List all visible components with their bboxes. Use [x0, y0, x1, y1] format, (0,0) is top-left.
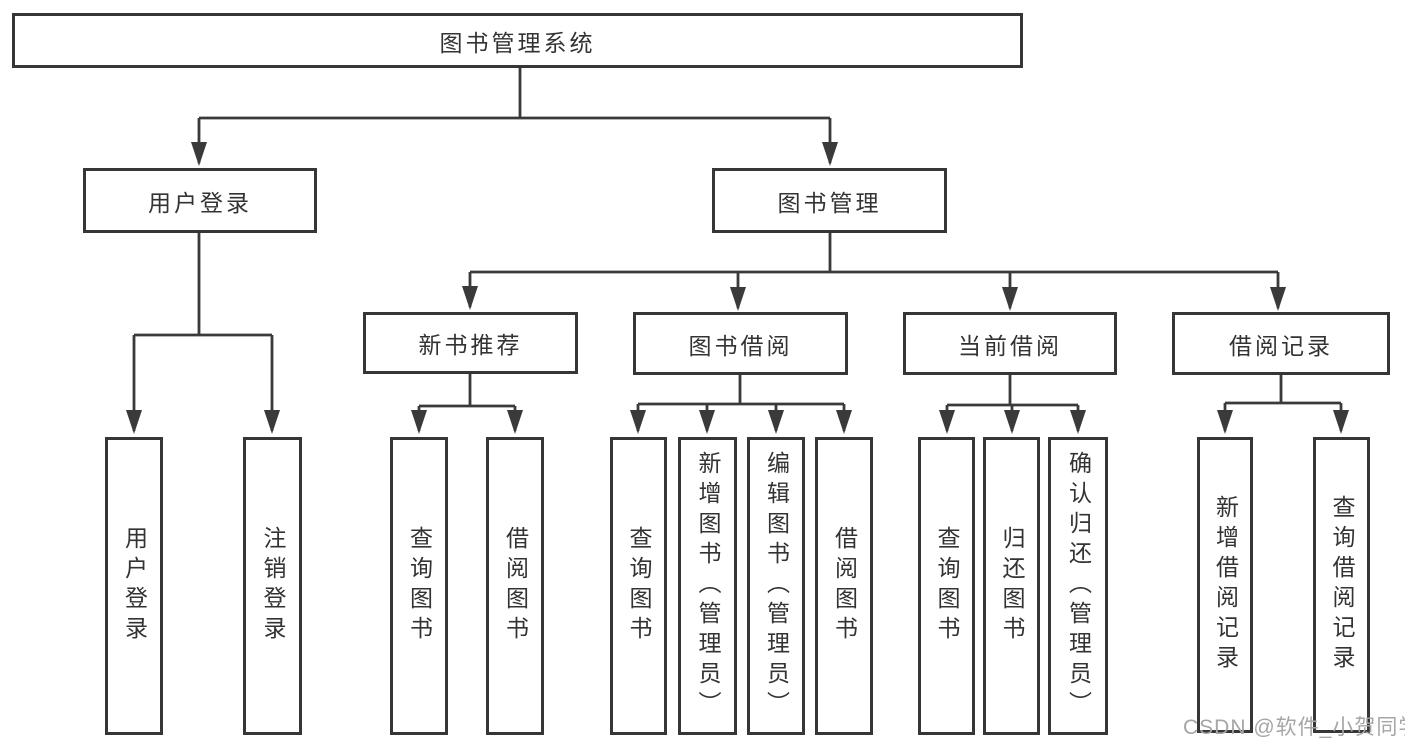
node-book-borrowing: 图书借阅: [633, 312, 848, 375]
node-new-book-recommend: 新书推荐: [363, 312, 578, 374]
leaf-query-books: 查询图书: [390, 437, 448, 735]
csdn-watermark: CSDN @软件_小贺同学: [1183, 716, 1405, 739]
leaf-confirm-return-admin: 确认归还（管理员）: [1048, 437, 1108, 735]
leaf-borrow-books: 借阅图书: [815, 437, 873, 735]
leaf-logout: 注销登录: [243, 437, 302, 735]
node-current-borrowing: 当前借阅: [903, 312, 1117, 375]
leaf-return-books: 归还图书: [983, 437, 1040, 735]
leaf-query-books: 查询图书: [918, 437, 975, 735]
leaf-add-books-admin: 新增图书（管理员）: [678, 437, 737, 735]
leaf-user-login: 用户登录: [105, 437, 163, 735]
node-borrowing-records: 借阅记录: [1172, 312, 1390, 375]
leaf-query-borrow-records: 查询借阅记录: [1313, 437, 1370, 733]
node-root-system: 图书管理系统: [12, 13, 1023, 68]
node-user-login: 用户登录: [83, 168, 317, 233]
node-book-management: 图书管理: [712, 168, 947, 233]
leaf-edit-books-admin: 编辑图书（管理员）: [747, 437, 805, 735]
leaf-borrow-books: 借阅图书: [486, 437, 544, 735]
leaf-query-books: 查询图书: [610, 437, 667, 735]
leaf-add-borrow-record: 新增借阅记录: [1197, 437, 1253, 733]
